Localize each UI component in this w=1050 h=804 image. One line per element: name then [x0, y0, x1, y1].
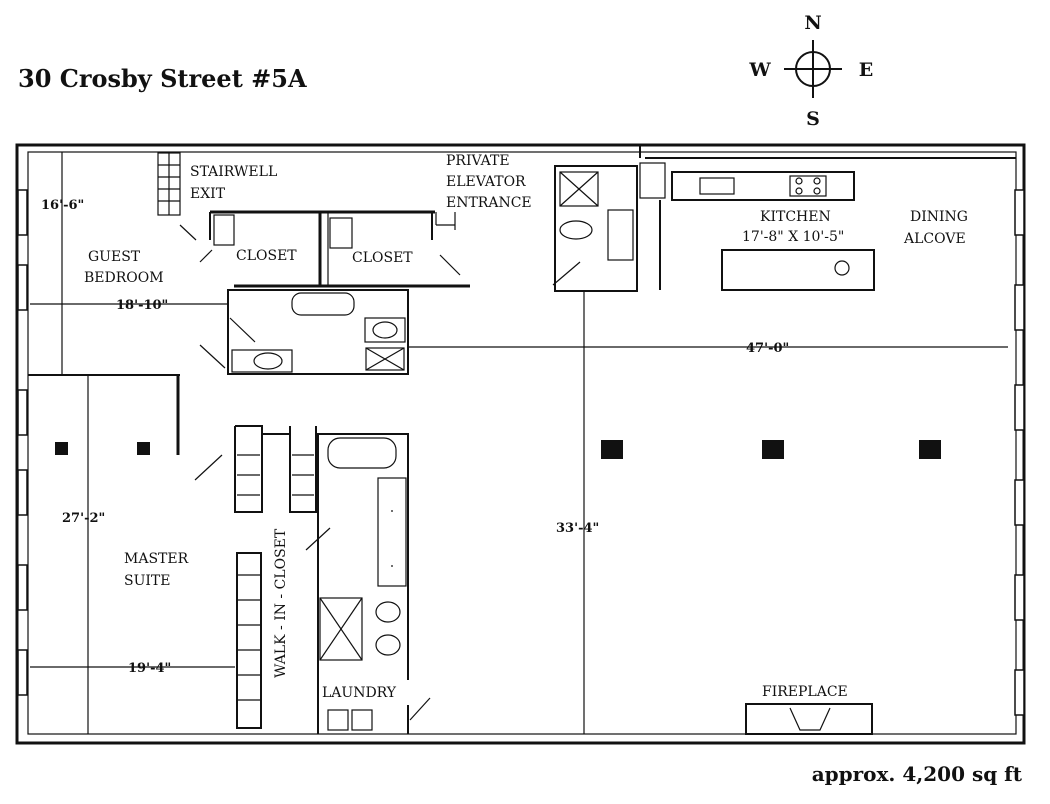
master-suite-walls — [28, 374, 223, 481]
windows — [17, 189, 1025, 716]
label-guest: GUEST — [88, 249, 141, 265]
outer-walls — [15, 143, 1026, 745]
label-closet-1: CLOSET — [236, 248, 297, 264]
label-private: PRIVATE — [446, 153, 510, 169]
compass-east: E — [859, 59, 873, 81]
label-alcove: ALCOVE — [903, 231, 966, 247]
listing-title: 30 Crosby Street #5A — [18, 64, 307, 93]
dim-18-10: 18'-10" — [116, 298, 168, 313]
master-bath — [317, 433, 409, 680]
laundry — [317, 680, 431, 734]
kitchen-fixtures — [639, 162, 875, 291]
label-entrance: ENTRANCE — [446, 195, 532, 211]
label-walk-in-closet: WALK - IN - CLOSET — [273, 528, 289, 678]
label-closet-2: CLOSET — [352, 250, 413, 266]
label-elevator: ELEVATOR — [446, 174, 526, 190]
compass-icon: N S E W — [748, 12, 873, 130]
guest-wing-walls — [199, 210, 470, 288]
label-kitchen-size: 17'-8" X 10'-5" — [742, 229, 844, 245]
label-dining: DINING — [910, 209, 968, 225]
label-bedroom: BEDROOM — [84, 270, 164, 286]
label-laundry: LAUNDRY — [322, 685, 397, 701]
label-stairwell-exit: EXIT — [190, 186, 226, 202]
compass-north: N — [804, 12, 821, 34]
dim-33-4: 33'-4" — [556, 521, 599, 536]
dim-19-4: 19'-4" — [128, 661, 171, 676]
compass-west: W — [748, 59, 771, 81]
fireplace-icon — [745, 703, 873, 735]
label-stairwell: STAIRWELL — [190, 164, 277, 180]
label-kitchen: KITCHEN — [760, 209, 831, 225]
dim-16-6: 16'-6" — [41, 198, 84, 213]
guest-bath — [199, 289, 409, 375]
label-suite: SUITE — [124, 573, 170, 589]
dim-27-2: 27'-2" — [62, 511, 105, 526]
label-master: MASTER — [124, 551, 189, 567]
label-fireplace: FIREPLACE — [762, 684, 848, 700]
dim-47-0: 47'-0" — [746, 341, 789, 356]
compass-south: S — [806, 108, 820, 130]
structural-columns — [55, 440, 941, 459]
stairwell — [157, 152, 197, 241]
elevator — [552, 165, 638, 292]
area-note: approx. 4,200 sq ft — [811, 762, 1022, 786]
dimension-lines — [30, 152, 1008, 734]
